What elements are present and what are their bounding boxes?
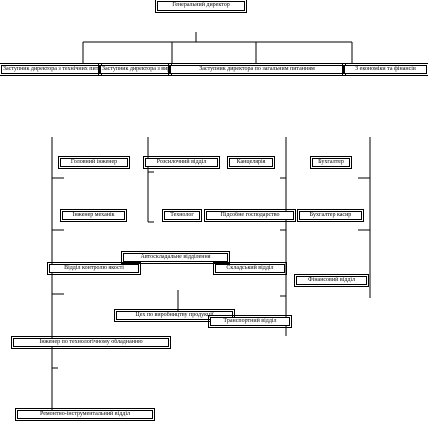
node-director: Генеральний директор	[155, 0, 247, 13]
node-finance-dept: Фінансовий відділ	[294, 274, 369, 287]
node-chancellery: Канцелярія	[227, 156, 275, 169]
node-mechanic-engineer: Інженер механік	[60, 209, 127, 222]
node-deputy-3: Заступник директора по загальним питання…	[168, 63, 346, 76]
node-equipment-engineer: Інженер по технологічному обладнанню	[11, 336, 171, 349]
node-sales-dept: Розсилочний відділ	[143, 156, 220, 169]
node-repair-dept: Ремонтно-інструментальний відділ	[15, 408, 155, 421]
node-deputy-2: Заступник директора з виробництва	[98, 63, 172, 76]
node-transport-dept: Транспортний відділ	[208, 315, 292, 328]
node-auxiliary: Підсобне господарство	[204, 209, 296, 222]
node-qc-dept: Відділ контролю якості	[47, 262, 141, 275]
node-warehouse-dept: Автоскладальне відділення	[121, 251, 230, 264]
node-production-shop: Цех по виробництву продукції	[114, 309, 235, 322]
node-accountant-cashier: Бухгалтер касир	[297, 209, 364, 222]
node-deputy-4: З економіки та фінансів	[342, 63, 428, 76]
node-deputy-1: Заступник директора з технічних питань	[0, 63, 102, 76]
node-chief-mechanic: Головний інженер	[58, 156, 130, 169]
node-accountant: Бухгалтер	[310, 156, 352, 169]
node-storage-dept: Складський відділ	[213, 262, 287, 275]
node-technologist: Технолог	[162, 209, 202, 222]
